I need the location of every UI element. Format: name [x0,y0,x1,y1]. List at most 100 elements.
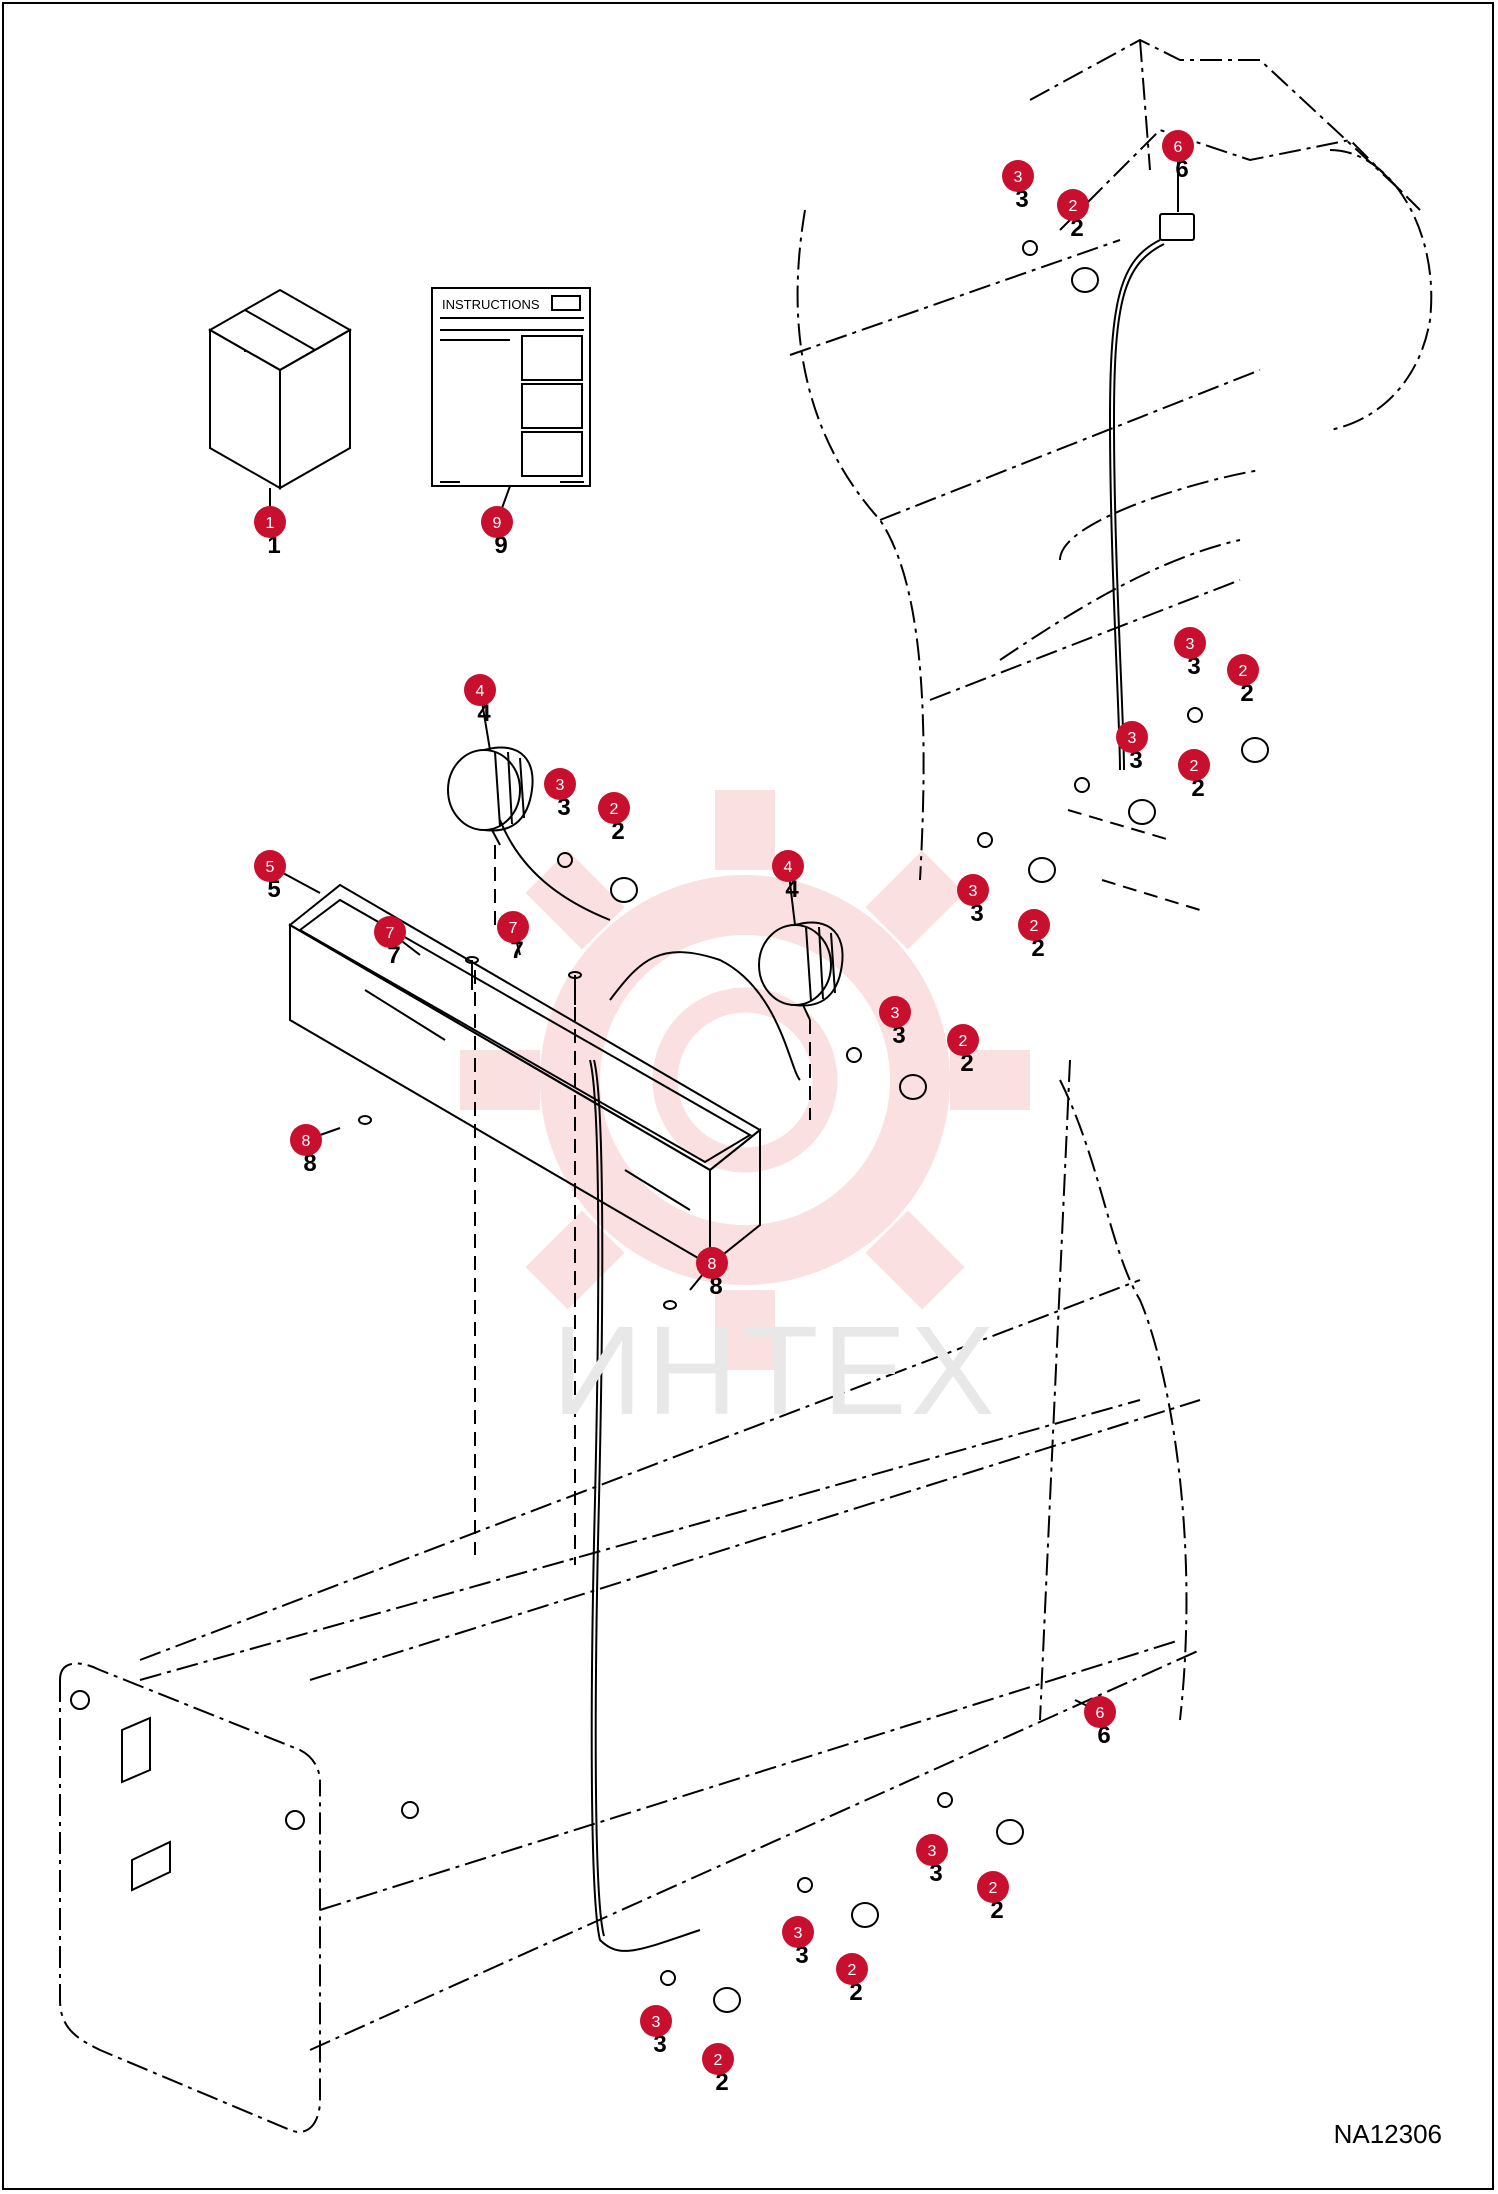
callout-badge [947,1024,979,1056]
callout-number: 2 [959,1033,968,1050]
callout-badge [1178,749,1210,781]
clamp-icons [557,240,1203,1986]
callout-clamp: 33 [782,1916,814,1969]
callout-number: 3 [652,2014,661,2031]
callout-badge [254,850,286,882]
assembly-lines [474,809,1201,1565]
callout-number-shadow: 3 [970,900,983,927]
callout-badge [696,1247,728,1279]
callout-number: 2 [610,801,619,818]
callout-tie: 22 [947,1024,979,1077]
callout-number-shadow: 6 [1175,156,1188,183]
callout-badge [702,2043,734,2075]
callout-number-shadow: 6 [1097,1722,1110,1749]
callout-number: 8 [302,1133,311,1150]
callout-badge [1227,654,1259,686]
callout-number-shadow: 2 [990,1897,1003,1924]
callout-clamp: 33 [957,874,989,927]
callout-badge [464,674,496,706]
callout-badge [772,850,804,882]
callout-badge [1116,721,1148,753]
callout-number-shadow: 2 [849,1979,862,2006]
callout-badge [481,506,513,538]
callout-number: 2 [1239,663,1248,680]
callout-number: 2 [714,2052,723,2069]
callout-badge [598,792,630,824]
callout-number-shadow: 3 [929,1860,942,1887]
drawing-id: NA12306 [1333,2119,1442,2149]
callout-badge [544,768,576,800]
callout-kit-box: 11 [254,488,286,559]
callout-tie: 22 [1227,654,1259,707]
callout-tie: 22 [977,1871,1009,1924]
callout-number-shadow: 2 [1070,215,1083,242]
callout-number-shadow: 3 [1015,186,1028,213]
callout-harness-lower: 66 [1074,1696,1116,1749]
callout-number: 2 [1190,758,1199,775]
callout-clamp: 33 [1116,721,1148,774]
callout-clamp: 33 [544,768,576,821]
callout-number: 4 [476,683,485,700]
callout-badge [836,1953,868,1985]
callout-number-shadow: 2 [960,1050,973,1077]
callout-tie: 22 [598,792,630,845]
callout-number-shadow: 7 [510,937,523,964]
callout-clamp: 33 [879,996,911,1049]
callout-tie: 22 [1178,749,1210,802]
callout-number-shadow: 9 [494,532,507,559]
callout-tie: 22 [1057,189,1089,242]
callout-number: 2 [1030,918,1039,935]
callout-number-shadow: 2 [1031,935,1044,962]
callout-number-shadow: 2 [611,818,624,845]
callout-number-shadow: 8 [303,1150,316,1177]
callout-instruction-sheet: 99 [481,485,513,559]
callout-number-shadow: 1 [267,532,280,559]
kit-box-icon [207,288,353,490]
callout-number-shadow: 2 [715,2069,728,2096]
callout-number-shadow: 3 [557,794,570,821]
wire-harness [499,213,1195,1952]
callout-number: 8 [708,1256,717,1273]
callout-number: 7 [509,920,518,937]
callout-clamp: 33 [916,1834,948,1887]
callout-clamp: 33 [1174,627,1206,680]
callout-number-shadow: 4 [477,700,491,727]
callout-number-shadow: 3 [795,1942,808,1969]
callout-clamp: 33 [640,2005,672,2058]
callout-number-shadow: 3 [1187,653,1200,680]
callout-number-shadow: 3 [1129,747,1142,774]
callout-badge [254,506,286,538]
callout-badge [1174,627,1206,659]
callout-work-light-left: 44 [464,674,496,751]
callout-number-shadow: 7 [387,942,400,969]
work-light-left-icon [447,746,534,846]
callout-number: 3 [1014,169,1023,186]
callout-number: 1 [266,515,275,532]
callout-number-shadow: 2 [1191,775,1204,802]
callout-number: 3 [794,1925,803,1942]
callout-bracket-screw-left: 77 [374,916,421,969]
callout-harness-connector: 66 [1162,130,1194,212]
callout-tie: 22 [1018,909,1050,962]
callout-number: 3 [969,883,978,900]
callout-tie: 22 [836,1953,868,2006]
boom-flange [70,1690,419,1892]
callout-badge [977,1871,1009,1903]
callout-clamp: 33 [1002,160,1034,213]
callout-badge [1084,1696,1116,1728]
callout-badge [640,2005,672,2037]
callout-badge [1002,160,1034,192]
callout-tie: 22 [702,2043,734,2096]
callout-number: 3 [556,777,565,794]
callout-number-shadow: 2 [1240,680,1253,707]
callout-number: 3 [1128,730,1137,747]
callout-number: 6 [1174,139,1183,156]
callout-number-shadow: 8 [709,1273,722,1300]
callout-number: 3 [891,1005,900,1022]
callout-number: 2 [989,1880,998,1897]
callout-badge [879,996,911,1028]
callout-badge [1162,130,1194,162]
callout-bracket-nut-left: 88 [290,1124,341,1177]
